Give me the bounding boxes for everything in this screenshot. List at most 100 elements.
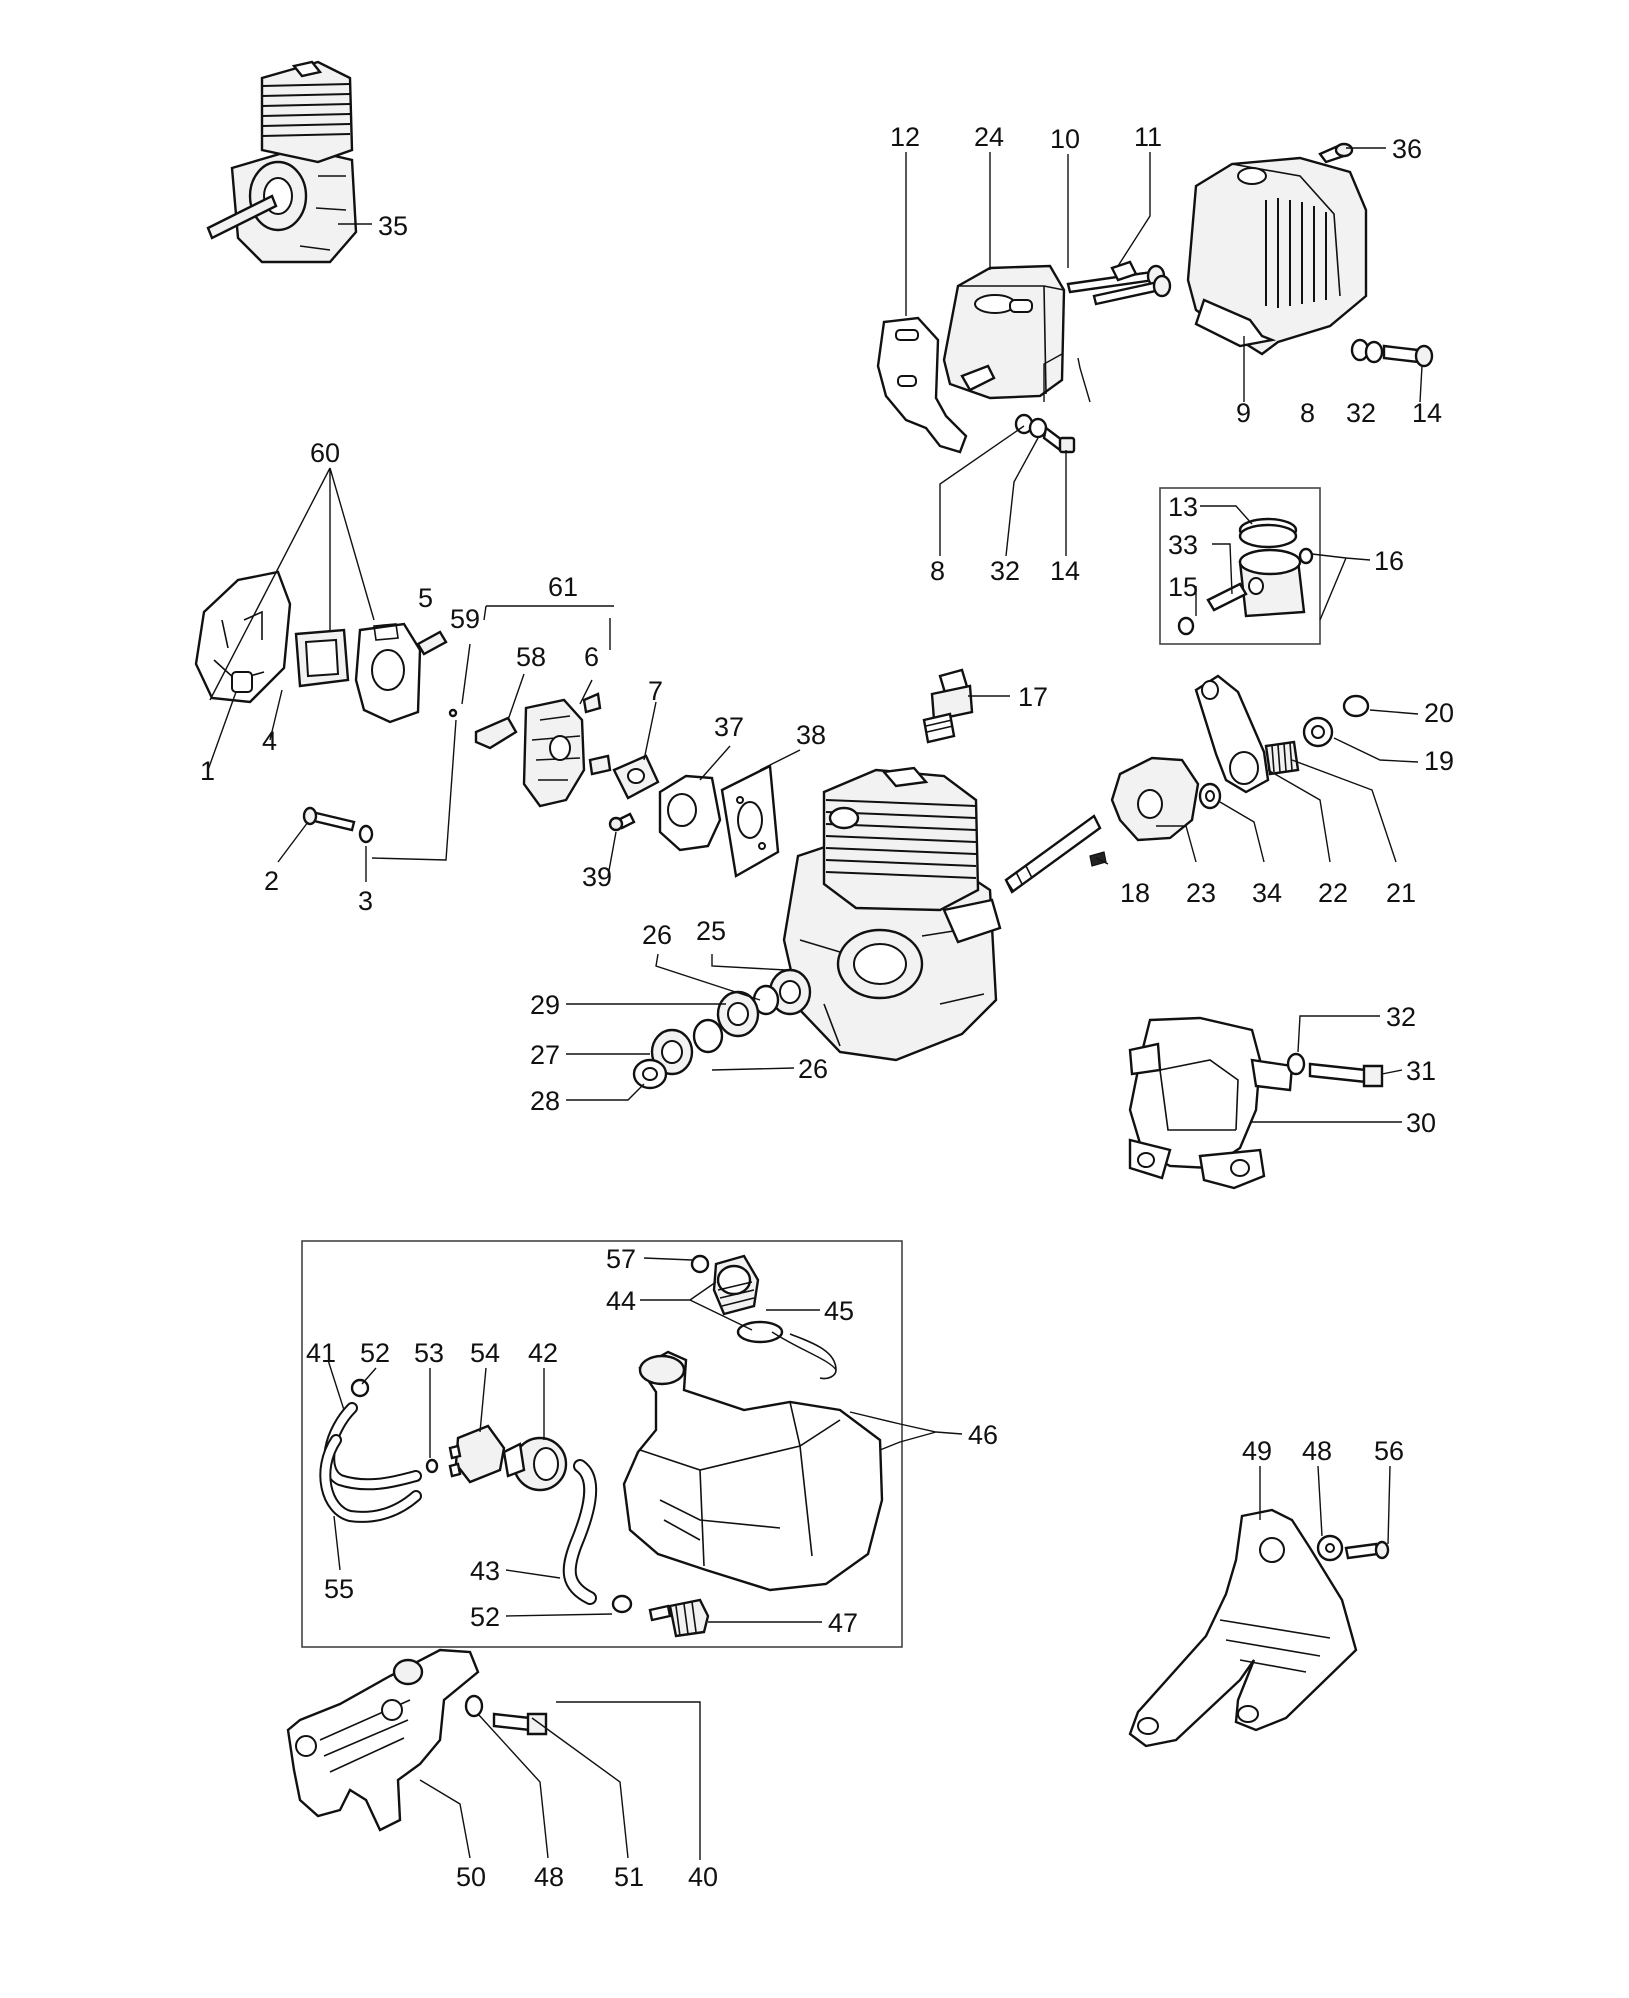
label-48-left: 48	[534, 1862, 564, 1892]
label-41: 41	[306, 1338, 336, 1368]
washer-part-32-clutch	[1286, 1052, 1306, 1076]
circlip-part-26-lower	[692, 1018, 724, 1054]
fuel-line-part-41	[323, 1402, 422, 1491]
label-14-cover: 14	[1412, 398, 1442, 428]
label-22: 22	[1318, 878, 1348, 908]
fuel-tank-part-46	[622, 1350, 884, 1592]
label-23: 23	[1186, 878, 1216, 908]
air-filter-base-part-5	[354, 622, 448, 724]
label-11: 11	[1134, 122, 1162, 152]
label-30: 30	[1406, 1108, 1436, 1138]
cylinder-crankcase	[782, 766, 1002, 1062]
fuel-cap-part-44	[690, 1254, 760, 1316]
label-7: 7	[648, 676, 663, 706]
fuel-system-box-part-46	[301, 1240, 903, 1648]
bolt-part-31	[1308, 1062, 1384, 1088]
label-13: 13	[1168, 492, 1198, 522]
label-15: 15	[1168, 572, 1198, 602]
clip-part-53	[425, 1458, 439, 1474]
fuel-cap-gasket-part-45	[736, 1320, 837, 1380]
label-59: 59	[450, 604, 480, 634]
label-58: 58	[516, 642, 546, 672]
label-42: 42	[528, 1338, 558, 1368]
label-55: 55	[324, 1574, 354, 1604]
label-53: 53	[414, 1338, 444, 1368]
label-34: 34	[1252, 878, 1282, 908]
label-39: 39	[582, 862, 612, 892]
label-37: 37	[714, 712, 744, 742]
oil-seal-part-27	[650, 1028, 694, 1076]
label-47: 47	[828, 1608, 858, 1638]
label-45: 45	[824, 1296, 854, 1326]
label-32-cover: 32	[1346, 398, 1376, 428]
muffler-screw-set-lower	[1014, 413, 1076, 454]
label-3: 3	[358, 886, 373, 916]
label-6: 6	[584, 642, 599, 672]
bracket-part-50	[286, 1648, 480, 1832]
muffler-part-24	[942, 264, 1066, 400]
label-32-muffler: 32	[990, 556, 1020, 586]
label-12: 12	[890, 122, 920, 152]
label-48-right: 48	[1302, 1436, 1332, 1466]
label-26-lower: 26	[798, 1054, 828, 1084]
primer-bulb-part-42	[502, 1436, 568, 1492]
label-56: 56	[1374, 1436, 1404, 1466]
label-57: 57	[606, 1244, 636, 1274]
cover-screw-set-right	[1350, 338, 1434, 368]
label-17: 17	[1018, 682, 1048, 712]
hose-clip-part-52-upper	[350, 1378, 370, 1398]
oil-seal-part-28	[632, 1058, 668, 1090]
gasket-part-38	[720, 764, 780, 878]
screw-part-56	[1344, 1540, 1390, 1560]
piston-kit-part-16	[1159, 487, 1321, 645]
label-32-clutch: 32	[1386, 1002, 1416, 1032]
label-2: 2	[264, 866, 279, 896]
label-51: 51	[614, 1862, 644, 1892]
heat-shield-part-12	[876, 316, 968, 454]
label-44: 44	[606, 1286, 636, 1316]
label-61: 61	[548, 572, 578, 602]
label-16: 16	[1374, 546, 1404, 576]
label-52-lower: 52	[470, 1602, 500, 1632]
label-29: 29	[530, 990, 560, 1020]
washer-part-3	[358, 824, 374, 844]
label-60: 60	[310, 438, 340, 468]
primer-valve-part-54	[448, 1424, 506, 1484]
hose-clip-part-52-lower	[611, 1594, 633, 1614]
label-21: 21	[1386, 878, 1416, 908]
fuel-line-part-55	[319, 1434, 422, 1523]
label-36: 36	[1392, 134, 1422, 164]
fuel-filter-part-47	[648, 1598, 710, 1638]
engine-assembly-part-35	[206, 60, 358, 264]
label-8-muffler: 8	[930, 556, 945, 586]
label-4: 4	[262, 726, 277, 756]
label-38: 38	[796, 720, 826, 750]
needle-bearing-part-21	[1264, 740, 1300, 776]
insulator-part-37	[658, 774, 722, 852]
label-9: 9	[1236, 398, 1251, 428]
label-28: 28	[530, 1086, 560, 1116]
label-14-muffler: 14	[1050, 556, 1080, 586]
engine-cover-part-9	[1186, 156, 1368, 356]
circlip-part-20	[1342, 694, 1370, 718]
carburetor-group	[448, 692, 660, 808]
label-18: 18	[1120, 878, 1150, 908]
leader-lines	[207, 147, 1423, 1860]
label-1: 1	[200, 756, 215, 786]
bearing-part-29	[716, 990, 760, 1038]
crankshaft-part-23	[1004, 756, 1200, 894]
label-54: 54	[470, 1338, 500, 1368]
spark-plug-part-17	[922, 668, 974, 744]
bolt-part-2	[302, 806, 356, 832]
washer-part-34	[1198, 782, 1222, 810]
screw-part-36	[1318, 142, 1354, 164]
label-24: 24	[974, 122, 1004, 152]
label-20: 20	[1424, 698, 1454, 728]
washer-part-48-right	[1316, 1534, 1344, 1562]
label-46: 46	[968, 1420, 998, 1450]
label-19: 19	[1424, 746, 1454, 776]
part-number-labels: 35 12 24 10 11 36 9 8 32 14 8 32 14 13 3…	[200, 122, 1454, 1892]
label-25: 25	[696, 916, 726, 946]
washer-part-19	[1302, 716, 1334, 748]
